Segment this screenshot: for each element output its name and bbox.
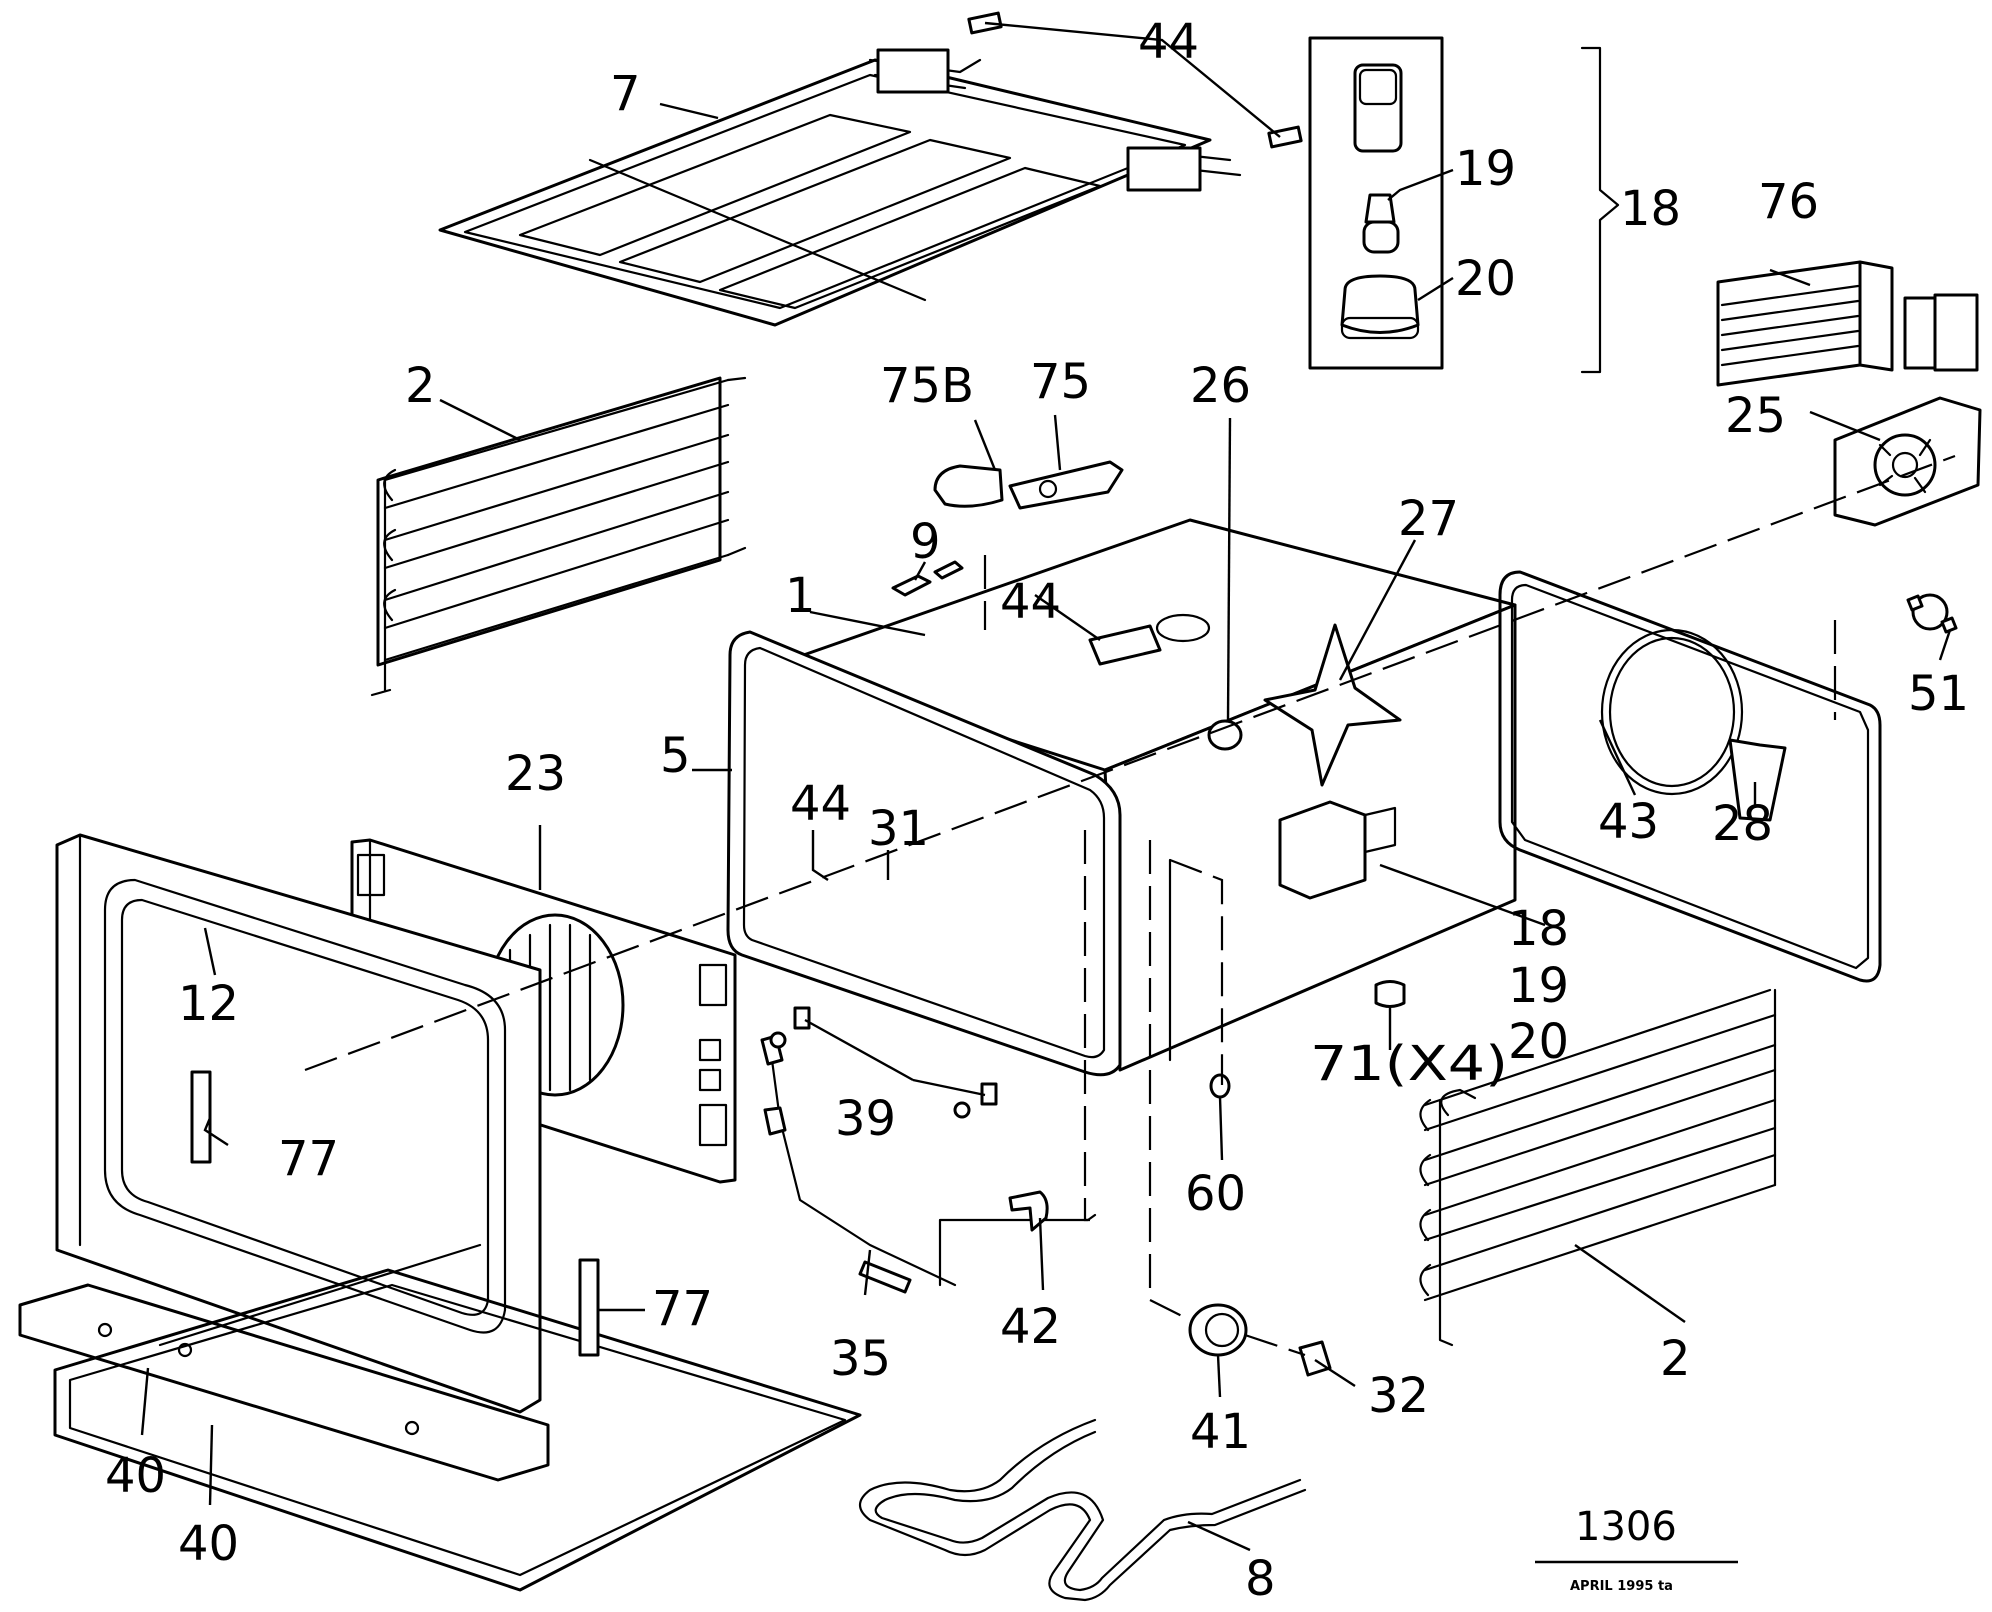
figure-number: 1306 <box>1575 1504 1677 1550</box>
label-5: 5 <box>660 728 691 784</box>
label-1: 1 <box>785 568 816 624</box>
fan-blade <box>1263 623 1402 787</box>
lamp-seal-41 <box>1188 1303 1248 1357</box>
label-7: 7 <box>610 66 641 122</box>
label-60: 60 <box>1185 1166 1246 1222</box>
label-77-a: 77 <box>278 1131 339 1187</box>
clip-9 <box>891 560 964 597</box>
leader-lines <box>140 21 1952 1552</box>
label-18-low: 18 <box>1508 901 1569 957</box>
label-40-b: 40 <box>178 1516 239 1572</box>
label-75: 75 <box>1030 354 1091 410</box>
label-20-top: 20 <box>1455 251 1516 307</box>
label-9: 9 <box>910 514 941 570</box>
door-frame-12 <box>55 833 542 1414</box>
label-28: 28 <box>1712 796 1773 852</box>
label-75b: 75B <box>880 358 974 414</box>
label-71: 71(X4) <box>1310 1036 1508 1092</box>
fan-nut-26 <box>1207 719 1243 751</box>
foot-71 <box>1374 980 1406 1008</box>
label-27: 27 <box>1398 491 1459 547</box>
terminal-connector-44 <box>967 11 1303 149</box>
label-25: 25 <box>1725 388 1786 444</box>
grill-element <box>438 48 1242 327</box>
label-26: 26 <box>1190 358 1251 414</box>
base-frame-40 <box>18 1243 862 1592</box>
lamp-assembly-box <box>1308 36 1620 374</box>
thermostat-51 <box>1906 593 1958 634</box>
label-31: 31 <box>868 801 929 857</box>
oven-cavity <box>726 518 1517 1077</box>
label-19-top: 19 <box>1455 141 1516 197</box>
bottom-element-8 <box>858 1418 1307 1602</box>
label-20-low: 20 <box>1508 1014 1569 1070</box>
shelf-runner-right <box>1419 988 1777 1347</box>
label-77-b: 77 <box>652 1281 713 1337</box>
label-2-left: 2 <box>405 358 436 414</box>
assembly-axes <box>304 454 1956 1357</box>
label-44-mid: 44 <box>1000 574 1061 630</box>
label-19-low: 19 <box>1508 958 1569 1014</box>
figure-date: APRIL 1995 ta <box>1570 1579 1673 1594</box>
part-labels: 7 44 19 18 20 76 2 75B 75 26 25 27 9 1 4… <box>105 14 1969 1607</box>
probe-35 <box>760 1034 1097 1294</box>
label-41: 41 <box>1190 1404 1251 1460</box>
rear-panel <box>1498 570 1882 983</box>
label-8: 8 <box>1245 1551 1276 1607</box>
label-44-low: 44 <box>790 776 851 832</box>
fan-motor <box>1833 396 1982 527</box>
label-43: 43 <box>1598 794 1659 850</box>
label-35: 35 <box>830 1331 891 1387</box>
label-18-top: 18 <box>1620 181 1681 237</box>
bracket-75 <box>933 460 1124 510</box>
shelf-runner-left <box>370 376 747 697</box>
label-42: 42 <box>1000 1299 1061 1355</box>
label-32: 32 <box>1368 1368 1429 1424</box>
connector-32 <box>1298 1340 1332 1377</box>
label-39: 39 <box>835 1091 896 1147</box>
cooling-fan <box>1716 260 1979 387</box>
label-76: 76 <box>1758 174 1819 230</box>
bracket-42 <box>1008 1190 1049 1232</box>
label-40-a: 40 <box>105 1448 166 1504</box>
screw-39 <box>769 1006 998 1119</box>
label-51: 51 <box>1908 666 1969 722</box>
label-23: 23 <box>505 746 566 802</box>
part-60 <box>1209 1073 1231 1099</box>
label-2-right: 2 <box>1660 1331 1691 1387</box>
figure-id-block: 1306 APRIL 1995 ta <box>1535 1504 1738 1594</box>
label-12: 12 <box>178 976 239 1032</box>
label-44-top: 44 <box>1138 14 1199 70</box>
